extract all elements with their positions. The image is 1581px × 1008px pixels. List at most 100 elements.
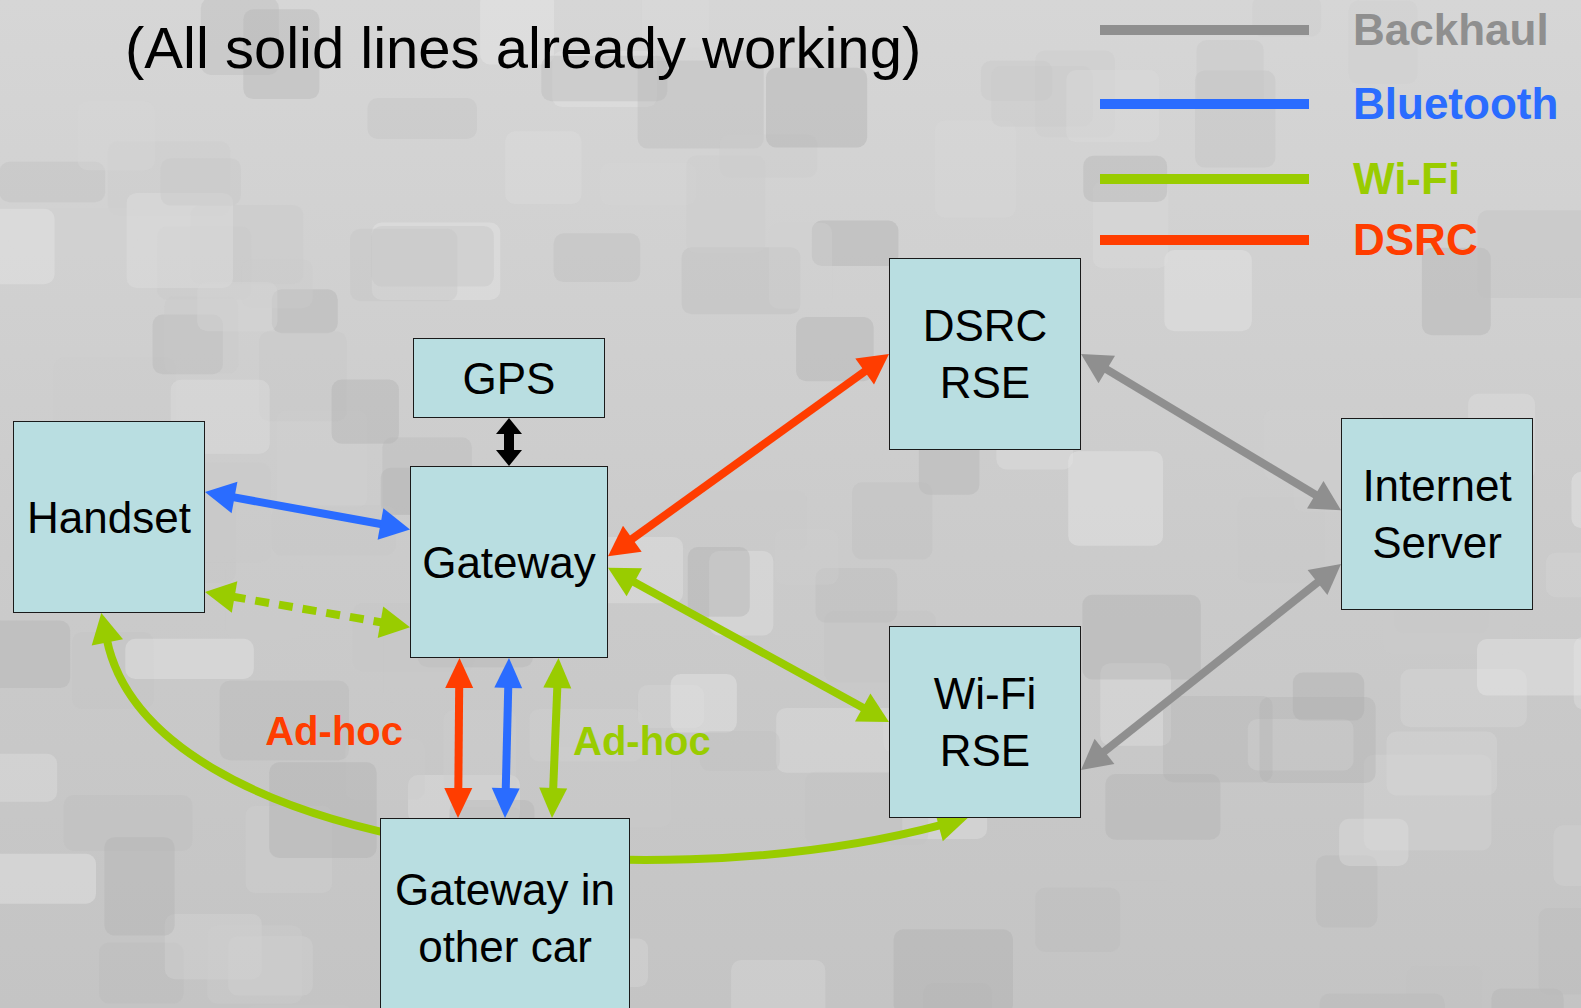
connector bbox=[608, 568, 889, 722]
connector-line bbox=[632, 581, 866, 709]
legend-swatch bbox=[1100, 235, 1309, 245]
connector bbox=[496, 418, 522, 466]
backdrop-car bbox=[246, 1005, 353, 1008]
arrow-head bbox=[608, 568, 642, 596]
legend-text: Backhaul bbox=[1353, 4, 1549, 56]
backdrop-car bbox=[1082, 595, 1201, 680]
backdrop-car bbox=[350, 229, 457, 302]
connector bbox=[608, 354, 889, 556]
legend-swatch bbox=[1100, 174, 1309, 184]
connector bbox=[205, 581, 410, 638]
connector-line bbox=[232, 497, 384, 525]
connector-line bbox=[506, 685, 509, 791]
backdrop-car bbox=[1546, 553, 1581, 598]
process-box: Gateway bbox=[410, 466, 608, 658]
box-label: Internet Server bbox=[1352, 457, 1522, 571]
process-box: GPS bbox=[413, 338, 605, 418]
backdrop-car bbox=[935, 121, 1016, 218]
process-box: Wi-Fi RSE bbox=[889, 626, 1081, 818]
connector bbox=[205, 482, 410, 540]
backdrop-car bbox=[1105, 774, 1220, 840]
backdrop-car bbox=[1195, 71, 1275, 168]
arrow-head bbox=[205, 581, 237, 613]
backdrop-car bbox=[1320, 993, 1445, 1008]
backdrop-car bbox=[127, 193, 234, 288]
backdrop-car bbox=[1068, 451, 1163, 545]
arrow-head bbox=[855, 694, 889, 723]
connector bbox=[1081, 354, 1341, 510]
connector-line bbox=[1102, 581, 1320, 754]
edge-label: Ad-hoc bbox=[265, 707, 403, 755]
connector bbox=[444, 658, 473, 818]
backdrop-car bbox=[1538, 908, 1581, 994]
backdrop-car bbox=[161, 158, 242, 205]
box-label: Wi-Fi RSE bbox=[900, 665, 1070, 779]
backdrop-car bbox=[600, 163, 696, 205]
arrow-head bbox=[543, 658, 571, 689]
connector-line bbox=[454, 685, 463, 791]
backdrop-car bbox=[269, 762, 376, 858]
backdrop-car bbox=[769, 223, 832, 309]
edge-label: Ad-hoc bbox=[573, 717, 711, 765]
connector-line bbox=[232, 597, 384, 623]
backdrop-car bbox=[78, 101, 155, 170]
backdrop-car bbox=[332, 380, 399, 444]
backdrop-car bbox=[1164, 250, 1252, 331]
arrow-head bbox=[855, 354, 889, 385]
backdrop-car bbox=[700, 731, 780, 771]
backdrop-car bbox=[1163, 696, 1273, 782]
arrow-head bbox=[1308, 564, 1341, 595]
backdrop-car bbox=[1478, 210, 1581, 298]
backdrop-car bbox=[1387, 732, 1498, 796]
legend-text: DSRC bbox=[1353, 214, 1478, 266]
backdrop-car bbox=[207, 925, 302, 1003]
connector bbox=[1081, 564, 1341, 770]
arrow-head bbox=[496, 450, 522, 466]
legend-text: Bluetooth bbox=[1353, 78, 1558, 130]
backdrop-car bbox=[0, 754, 57, 802]
backdrop-car bbox=[0, 209, 55, 285]
backdrop-car bbox=[1571, 472, 1581, 528]
backdrop-car bbox=[368, 98, 478, 139]
backdrop-car bbox=[775, 529, 839, 584]
connector-line bbox=[1104, 368, 1318, 496]
box-label: DSRC RSE bbox=[900, 297, 1070, 411]
backdrop-car bbox=[894, 929, 1013, 1008]
arrow-head bbox=[539, 788, 567, 819]
box-label: Handset bbox=[27, 489, 191, 546]
backdrop-car bbox=[104, 837, 174, 935]
legend-text: Wi-Fi bbox=[1353, 153, 1460, 205]
backdrop-car bbox=[1339, 819, 1408, 866]
process-box: DSRC RSE bbox=[889, 258, 1081, 450]
backdrop-car bbox=[1035, 888, 1120, 952]
box-label: Gateway in other car bbox=[391, 861, 619, 975]
backdrop-car bbox=[197, 282, 277, 331]
arrow-head bbox=[494, 658, 522, 688]
arrow-head bbox=[444, 788, 472, 818]
backdrop-car bbox=[1260, 697, 1376, 783]
box-label: GPS bbox=[463, 350, 556, 407]
arrow-head bbox=[445, 658, 473, 688]
backdrop-car bbox=[852, 482, 932, 559]
process-box: Handset bbox=[13, 421, 205, 613]
arrow-head bbox=[205, 482, 237, 514]
process-box: Internet Server bbox=[1341, 418, 1533, 610]
process-box: Gateway in other car bbox=[380, 818, 630, 1008]
backdrop-car bbox=[1477, 639, 1581, 696]
connector-line bbox=[553, 685, 557, 791]
arrow-head bbox=[378, 606, 410, 638]
arrow-head bbox=[492, 788, 520, 818]
arrow-head bbox=[1081, 354, 1115, 383]
backdrop-car bbox=[554, 233, 641, 282]
box-label: Gateway bbox=[422, 534, 596, 591]
connector-line bbox=[504, 431, 514, 453]
arrow-head bbox=[1081, 739, 1114, 770]
connector-line bbox=[630, 370, 867, 541]
backdrop-car bbox=[505, 131, 581, 204]
arrow-head bbox=[1307, 481, 1341, 510]
arrow-head bbox=[608, 526, 642, 557]
arrow-head bbox=[496, 418, 522, 434]
diagram-title: (All solid lines already working) bbox=[125, 14, 921, 82]
backdrop-car bbox=[1316, 855, 1378, 927]
legend-swatch bbox=[1100, 99, 1309, 109]
